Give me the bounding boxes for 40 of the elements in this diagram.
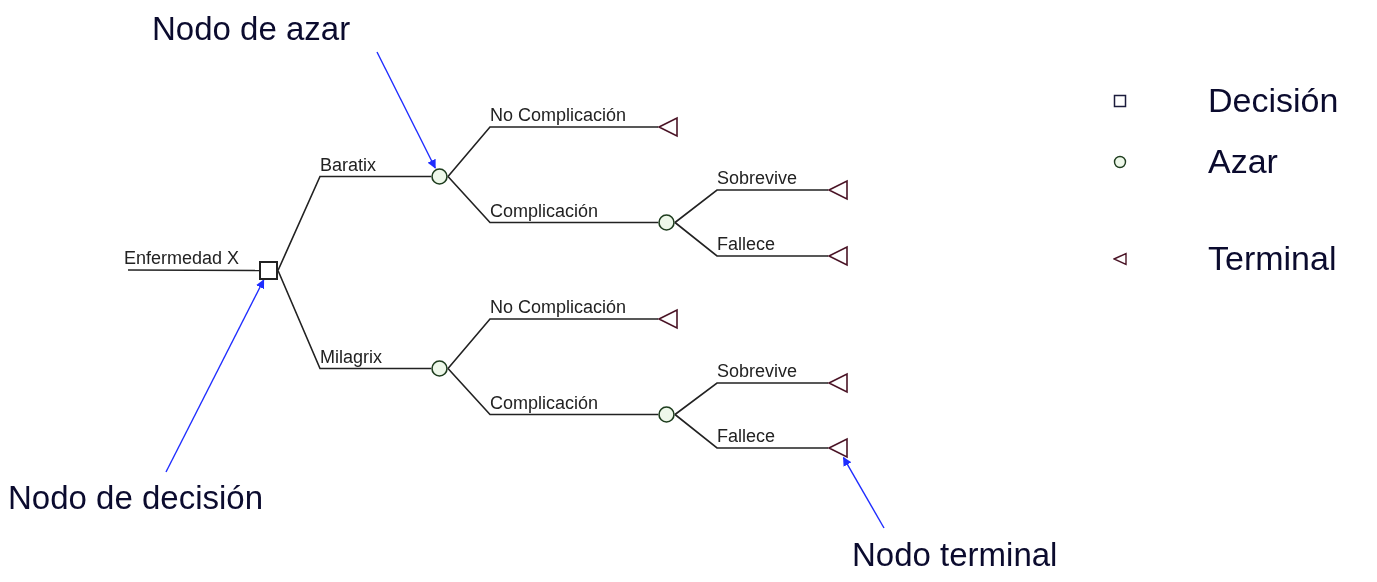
circle-node <box>658 214 675 231</box>
leader-arrow <box>376 51 436 169</box>
edge-label: Fallece <box>717 235 776 253</box>
tree-branch <box>447 175 659 224</box>
tree-branch <box>447 318 659 370</box>
edge-label: Complicación <box>490 393 599 412</box>
callout-text: Nodo terminal <box>852 538 1058 571</box>
tree-branch <box>674 382 829 416</box>
edge-label: No Complicación <box>490 106 627 124</box>
edge-label: Milagrix <box>320 347 382 366</box>
triangle-node <box>658 117 678 137</box>
tree-branch <box>674 221 829 257</box>
edge-label: Sobrevive <box>717 169 798 187</box>
triangle-node <box>828 180 848 200</box>
tree-branch <box>674 189 829 224</box>
leader-arrow <box>842 456 885 529</box>
legend-label: Terminal <box>1208 241 1337 275</box>
triangle-node <box>828 438 848 458</box>
edge-label: Enfermedad X <box>124 249 240 267</box>
triangle-node <box>658 309 678 329</box>
circle-node <box>431 360 448 377</box>
triangle-node <box>828 373 848 393</box>
edge-label: No Complicación <box>490 298 627 316</box>
square-node <box>259 261 278 280</box>
edge-label: Baratix <box>320 155 377 174</box>
edge-label: Sobrevive <box>717 362 798 380</box>
tree-branch <box>447 126 659 178</box>
circle-node <box>431 168 448 185</box>
tree-branch <box>674 413 829 449</box>
tree-branch <box>447 367 659 416</box>
tree-branch <box>127 269 260 272</box>
callout-text: Nodo de azar <box>152 12 351 45</box>
circle-node <box>658 406 675 423</box>
triangle-node <box>828 246 848 266</box>
legend-label: Azar <box>1208 144 1278 178</box>
callout-text: Nodo de decisión <box>8 481 263 514</box>
edge-label: Complicación <box>490 201 599 220</box>
edge-label: Fallece <box>717 427 776 445</box>
legend-label: Decisión <box>1208 83 1339 117</box>
leader-arrow <box>165 279 265 473</box>
